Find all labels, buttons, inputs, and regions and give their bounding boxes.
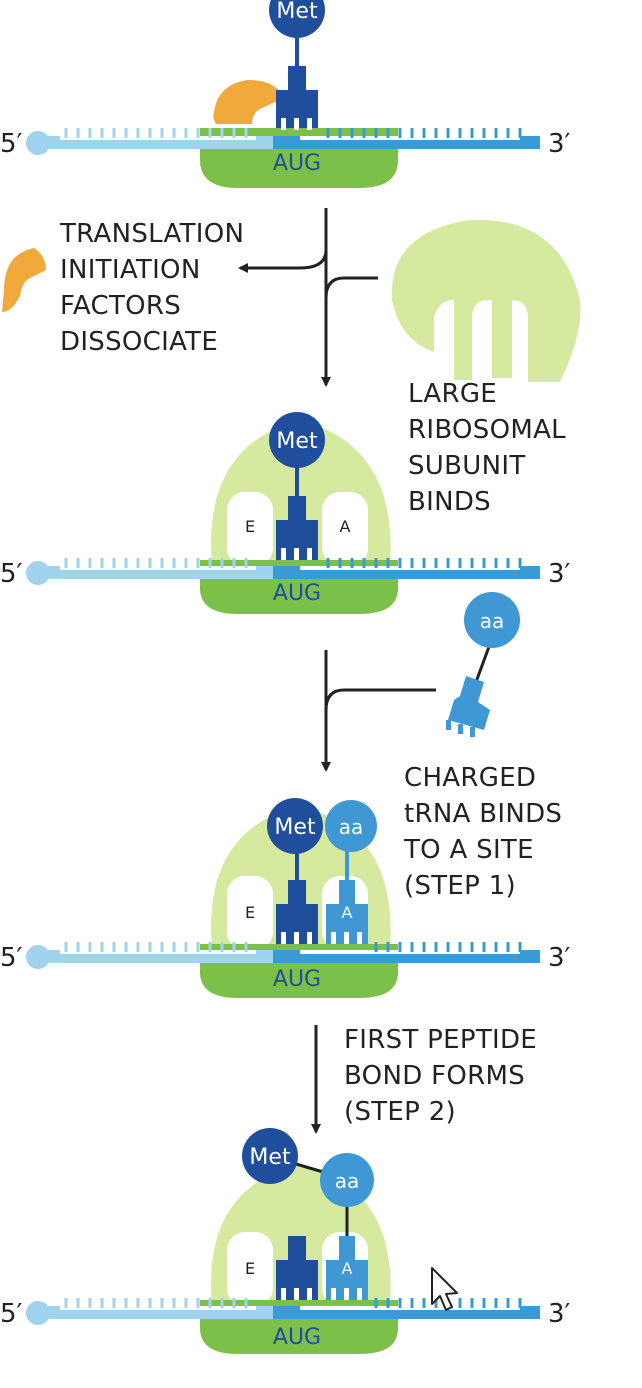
codon-label: AUG xyxy=(273,1325,321,1350)
uncharged-trna xyxy=(276,1236,318,1300)
step-line: (STEP 2) xyxy=(344,1097,456,1127)
step-label-initiation-factors: TRANSLATION INITIATION FACTORS DISSOCIAT… xyxy=(60,216,244,360)
step-line: FACTORS xyxy=(60,291,182,321)
codon-label: AUG xyxy=(273,581,321,606)
arrow-2 xyxy=(321,650,436,772)
dissociated-initiation-factor xyxy=(2,248,46,312)
step-line: LARGE xyxy=(408,379,498,409)
three-prime-label: 3′ xyxy=(548,1299,571,1329)
aa-label: aa xyxy=(339,815,364,839)
panel-3-charged-trna-bound xyxy=(26,798,540,998)
aa-label: aa xyxy=(335,1169,360,1193)
five-prime-label: 5′ xyxy=(0,943,23,973)
met-trna xyxy=(269,412,325,560)
step-line: BINDS xyxy=(408,487,491,517)
a-site-label: A xyxy=(342,1259,353,1278)
e-site xyxy=(227,1232,273,1306)
mrna-strand xyxy=(26,1298,540,1325)
step-line: RIBOSOMAL xyxy=(408,415,566,445)
mrna-strand xyxy=(26,942,540,969)
free-charged-trna xyxy=(446,592,520,737)
met-trna xyxy=(269,0,325,130)
e-site xyxy=(227,876,273,950)
arrow-1 xyxy=(238,208,378,387)
step-line: TO A SITE xyxy=(404,835,534,865)
step-line: TRANSLATION xyxy=(60,219,245,249)
met-label: Met xyxy=(276,429,318,454)
step-line: SUBUNIT xyxy=(408,451,526,481)
a-site-label: A xyxy=(340,517,351,536)
three-prime-label: 3′ xyxy=(548,943,571,973)
step-line: DISSOCIATE xyxy=(60,327,219,357)
step-line: (STEP 1) xyxy=(404,871,516,901)
cursor-arrow-icon xyxy=(431,1267,458,1311)
five-prime-label: 5′ xyxy=(0,1299,23,1329)
five-prime-label: 5′ xyxy=(0,129,23,159)
three-prime-label: 3′ xyxy=(548,129,571,159)
e-site xyxy=(227,492,273,566)
a-site xyxy=(322,492,368,566)
e-site-label: E xyxy=(245,1259,255,1278)
met-trna xyxy=(267,798,323,944)
step-line: FIRST PEPTIDE xyxy=(344,1025,538,1055)
step-label-charged-trna: CHARGED tRNA BINDS TO A SITE (STEP 1) xyxy=(404,760,562,904)
five-prime-label: 5′ xyxy=(0,559,23,589)
peptidyl-trna xyxy=(242,1128,374,1300)
panel-4-peptide-bond xyxy=(26,1128,540,1354)
panel-2-70s-complex xyxy=(26,412,540,614)
aa-label: aa xyxy=(480,609,505,633)
charged-trna xyxy=(325,800,377,944)
step-line: BOND FORMS xyxy=(344,1061,526,1091)
three-prime-label: 3′ xyxy=(548,559,571,589)
mrna-strand xyxy=(26,128,540,155)
step-line: tRNA BINDS xyxy=(404,799,563,829)
met-label: Met xyxy=(274,815,316,840)
step-line: CHARGED xyxy=(404,763,537,793)
met-label: Met xyxy=(276,0,318,24)
free-large-ribosomal-subunit xyxy=(391,219,581,382)
step-line: INITIATION xyxy=(60,255,201,285)
mrna-strand xyxy=(26,558,540,585)
codon-label: AUG xyxy=(273,151,321,176)
initiation-factor xyxy=(213,80,284,124)
e-site-label: E xyxy=(245,903,255,922)
panel-1-initiation-complex xyxy=(26,0,540,188)
step-label-peptide-bond: FIRST PEPTIDE BOND FORMS (STEP 2) xyxy=(344,1022,537,1130)
met-label: Met xyxy=(249,1145,291,1170)
step-label-large-subunit: LARGE RIBOSOMAL SUBUNIT BINDS xyxy=(408,376,566,520)
a-site-label: A xyxy=(342,903,353,922)
e-site-label: E xyxy=(245,517,255,536)
codon-label: AUG xyxy=(273,967,321,992)
